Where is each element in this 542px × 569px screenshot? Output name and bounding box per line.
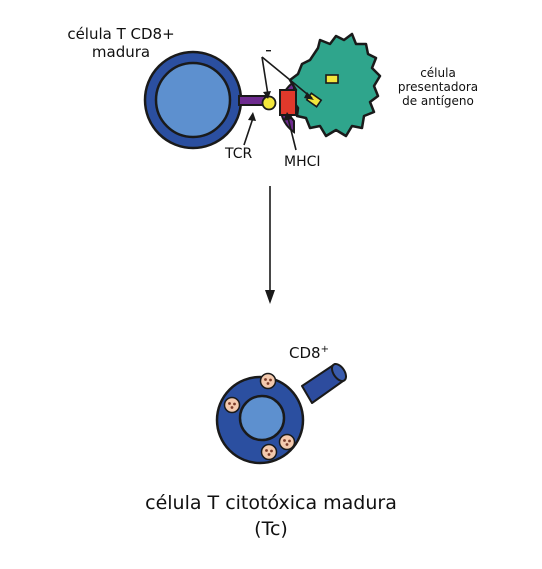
cd8-cylinder-cap: [330, 363, 348, 382]
mhc-molecule: [279, 89, 297, 116]
label-mature-cd8-line1: célula T CD8+: [67, 25, 175, 43]
label-tcr: TCR: [225, 146, 253, 162]
tc-nucleus: [238, 394, 286, 442]
pointer-arrowhead: [283, 112, 292, 121]
label-cytotoxic-line1: célula T citotóxica madura: [145, 492, 397, 514]
pointer-arrowhead: [304, 92, 314, 100]
t-cell-nucleus: [154, 61, 232, 139]
cytotoxic-granule: [278, 433, 296, 451]
label-apc-line3: de antígeno: [402, 94, 474, 109]
cytotoxic-granule: [260, 443, 278, 461]
pointer-arrowhead: [248, 112, 256, 121]
label-mhc: MHCI: [284, 154, 321, 170]
antigen-pointer-left: [261, 56, 269, 96]
tcr-stalk: [238, 95, 266, 106]
label-cd8-base: CD8: [289, 344, 321, 362]
pointer-lines: [243, 56, 313, 151]
antigen-presenting-cell: [288, 32, 382, 138]
label-apc-line1: célula: [420, 66, 456, 80]
cytotoxic-granule: [259, 372, 277, 390]
label-cytotoxic-t-cell: célula T citotóxica madura (Tc): [71, 491, 471, 542]
cytotoxic-granule: [223, 396, 241, 414]
cd8-coreceptor: [301, 363, 348, 404]
pointer-arrowhead: [263, 91, 271, 99]
bound-antigen: [261, 95, 277, 111]
antigen-pointer-right: [261, 56, 313, 99]
mhc-pointer: [287, 117, 297, 151]
label-mature-cd8-t-cell: célula T CD8+ madura: [60, 25, 182, 61]
mature-cd8-t-cell: [143, 50, 243, 150]
tick-mark: [266, 50, 271, 52]
label-mature-cd8-line2: madura: [91, 42, 151, 61]
label-apc-line2: presentadora: [397, 80, 479, 95]
label-antigen-presenting-cell: célula presentadora de antígeno: [388, 66, 488, 108]
differentiation-arrow: [265, 186, 275, 304]
label-cd8: CD8+: [289, 344, 329, 363]
tcr-pointer: [243, 117, 254, 146]
cytotoxic-t-cell: [215, 375, 305, 465]
label-cd8-superscript: +: [320, 344, 329, 355]
label-cytotoxic-line2: (Tc): [254, 517, 288, 540]
antigen-fragment: [325, 74, 339, 84]
